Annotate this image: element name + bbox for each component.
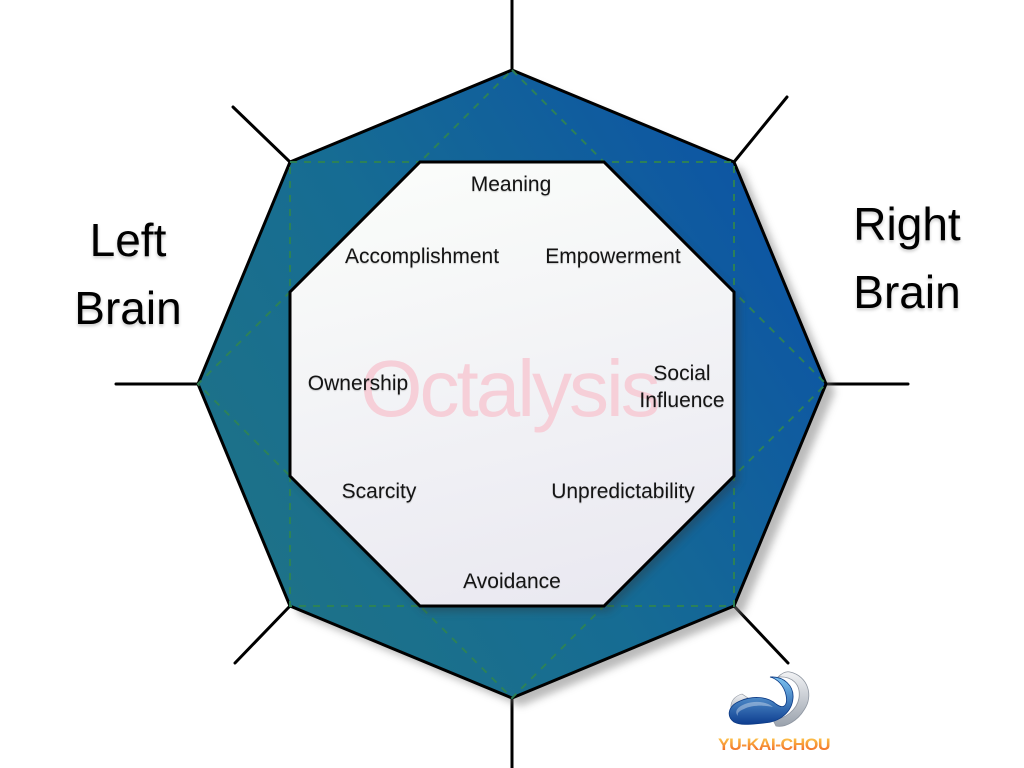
core-drive-avoidance: Avoidance (463, 570, 561, 593)
right-brain-line1: Right (853, 198, 961, 250)
radiating-line-upper-right (732, 95, 789, 164)
right-brain-line2: Brain (853, 266, 961, 318)
yu-kai-chou-ribbon-icon (728, 671, 810, 727)
left-brain-line1: Left (89, 214, 167, 266)
core-drive-empowerment: Empowerment (545, 245, 681, 268)
radiating-line-lower-left (233, 604, 292, 665)
core-drive-unpredictability: Unpredictability (551, 480, 695, 503)
yu-kai-chou-logo: YU-KAI-CHOU (718, 671, 831, 754)
core-drive-accomplishment: Accomplishment (344, 245, 500, 268)
logo-text: YU-KAI-CHOU (718, 735, 830, 754)
radiating-line-lower-right (732, 604, 790, 665)
octalysis-watermark: Octalysis (360, 344, 660, 434)
core-drive-social-influence-line2: Influence (639, 389, 725, 412)
core-drive-social-influence-line1: Social (653, 362, 711, 385)
right-brain-label: Right Brain (853, 190, 960, 326)
radiating-line-upper-left (231, 105, 292, 164)
logo-blue-ribbon (728, 676, 794, 725)
radiating-lines (114, 0, 910, 768)
left-brain-line2: Brain (74, 282, 182, 334)
core-drive-scarcity: Scarcity (341, 480, 417, 503)
inner-octagon (288, 160, 736, 608)
core-drive-ownership: Ownership (307, 372, 409, 395)
logo-silver-loop (772, 671, 810, 727)
left-brain-label: Left Brain (74, 206, 181, 342)
core-drive-social-influence: Social Influence (639, 360, 724, 414)
core-drive-meaning: Meaning (470, 173, 552, 196)
logo-ribbon-highlight (736, 701, 773, 716)
